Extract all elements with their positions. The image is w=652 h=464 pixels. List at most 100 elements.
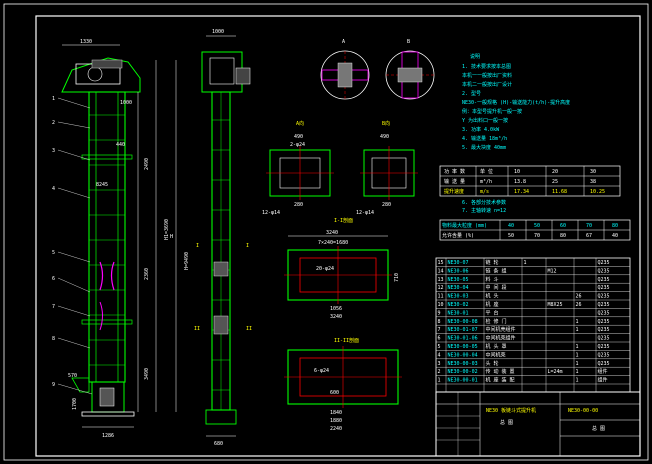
top-flange-dim-1: 3240	[326, 230, 338, 236]
callout-9: 9	[52, 382, 55, 388]
bom-cell: 1	[524, 260, 527, 266]
drawing-number: NE30-00-00	[568, 408, 598, 414]
bom-cell: 检 修 门	[486, 318, 507, 325]
section-mark-4: II	[194, 326, 200, 332]
size-cell: 67	[586, 233, 592, 239]
bottom-flange-section: II-II剖面 6-φ24 600 1840 1880 2240	[284, 337, 402, 432]
dim-h1: H1=3690	[164, 219, 170, 240]
bom-cell: NE30-06	[448, 268, 469, 274]
top-flange-dim-4: 1056	[330, 306, 342, 312]
callout-6: 6	[52, 276, 55, 282]
speed-header-cell: 30	[590, 169, 596, 175]
top-flange-dim-3: 20-φ24	[316, 266, 334, 272]
speed-header-cell: 10	[514, 169, 520, 175]
bom-cell: 10	[438, 302, 444, 308]
note-line: 本机一一般按出厂资料	[462, 72, 512, 79]
top-flange-dim-5: 3240	[330, 314, 342, 320]
view-b-dim-3: 12-φ14	[356, 210, 374, 216]
note-line: 本机二一般按出厂设计	[462, 81, 512, 88]
section-mark-3: II	[246, 326, 252, 332]
dim-trunk-w: 440	[116, 142, 125, 148]
bom-cell: 1	[576, 344, 579, 350]
callout-4: 4	[52, 186, 55, 192]
speed-cell: 17.34	[514, 189, 529, 195]
note-line: 6. 各部分技术参数	[462, 199, 506, 206]
size-cell: 70	[586, 223, 592, 229]
bom-cell: Q235	[598, 260, 610, 266]
bom-cell: Q235	[598, 327, 610, 333]
bom-cell: 15	[438, 260, 444, 266]
bom-cell: 11	[438, 294, 444, 300]
bom-cell: 9	[438, 310, 441, 316]
dim-top-width: 1330	[80, 39, 92, 45]
note-line: 例：本型号提升机一般一按	[462, 108, 522, 115]
bottom-flange-dim-1: 6-φ24	[314, 368, 329, 374]
note-line: 2. 型号	[462, 90, 481, 97]
bom-cell: 4	[438, 352, 441, 358]
note-line: 1. 技术要求按本总图	[462, 63, 511, 70]
bom-cell: 26	[576, 294, 582, 300]
view-a-dim-3: 2-φ24	[290, 142, 305, 148]
callout-2: 2	[52, 120, 55, 126]
section-mark-2: I	[196, 243, 199, 249]
view-b-dim-1: 490	[380, 134, 389, 140]
speed-header-cell: 20	[552, 169, 558, 175]
bom-cell: 中间机壳组件	[486, 326, 516, 333]
bom-cell: Q235	[598, 319, 610, 325]
size-cell: 40	[612, 233, 618, 239]
bom-cell: L=24m	[548, 369, 563, 375]
bom-cell: 1	[576, 327, 579, 333]
callout-3: 3	[52, 148, 55, 154]
bom-cell: Q235	[598, 336, 610, 342]
dim-base-width: 1286	[102, 433, 114, 439]
notes-heading: 说明	[470, 53, 480, 60]
callout-1: 1	[52, 96, 55, 102]
view-b: B向 490 280 12-φ14	[356, 120, 418, 216]
note-line: 5. 最大块度 40mm	[462, 144, 506, 151]
note-line: 4. 输送量 18m³/h	[462, 135, 507, 142]
bom-cell: 机 头 罩	[486, 343, 507, 350]
dim-side-width: 1000	[212, 29, 224, 35]
bom-cell: 1	[576, 319, 579, 325]
dim-seg3: 3490	[144, 368, 150, 380]
note-line: 3. 功率 4.0kW	[462, 126, 500, 133]
bom-cell: 中 间 段	[486, 284, 507, 291]
bom-cell: Q235	[598, 352, 610, 358]
size-cell: 允许含量 (%)	[442, 232, 474, 239]
dim-foot-h: 570	[68, 373, 77, 379]
bom-cell: Q235	[598, 344, 610, 350]
bottom-flange-dim-5: 2240	[330, 426, 342, 432]
side-elevation: 1000 680 I I II II	[194, 29, 252, 447]
bom-cell: 5	[438, 344, 441, 350]
speed-cell: m³/h	[480, 179, 492, 185]
bom-cell: 8	[438, 319, 441, 325]
top-flange-dim-6: 710	[394, 273, 400, 282]
bom-cell: NE30-00-05	[448, 344, 478, 350]
dim-side-base: 680	[214, 441, 223, 447]
bom-cell: NE30-01-07	[448, 327, 478, 333]
front-elevation: 1330	[52, 39, 190, 439]
bom-cell: 中间机壳组件	[486, 335, 516, 342]
callout-8: 8	[52, 336, 55, 342]
speed-cell: 38	[590, 179, 596, 185]
top-flange-title: I-I剖面	[334, 217, 353, 224]
bom-cell: Q235	[598, 285, 610, 291]
size-cell: 60	[560, 223, 566, 229]
bom-cell: 1	[576, 352, 579, 358]
detail-b-label: B	[407, 39, 410, 45]
view-a-dim-2: 280	[294, 202, 303, 208]
view-b-dim-2: 280	[382, 202, 391, 208]
speed-cell: 10.25	[590, 189, 605, 195]
size-cell: 80	[612, 223, 618, 229]
bom-cell: Q235	[598, 277, 610, 283]
bottom-flange-dim-3: 1840	[330, 410, 342, 416]
speed-header-cell: 功 率 数	[444, 168, 465, 175]
note-line: NE30-一般规格 (H)-输送能力(t/h)-提升高度	[462, 99, 570, 106]
dim-total-h: H=9490	[184, 252, 190, 270]
bom-cell: 1	[576, 378, 579, 384]
bom-cell: 26	[576, 302, 582, 308]
sheet-word: 总 图	[592, 425, 605, 432]
